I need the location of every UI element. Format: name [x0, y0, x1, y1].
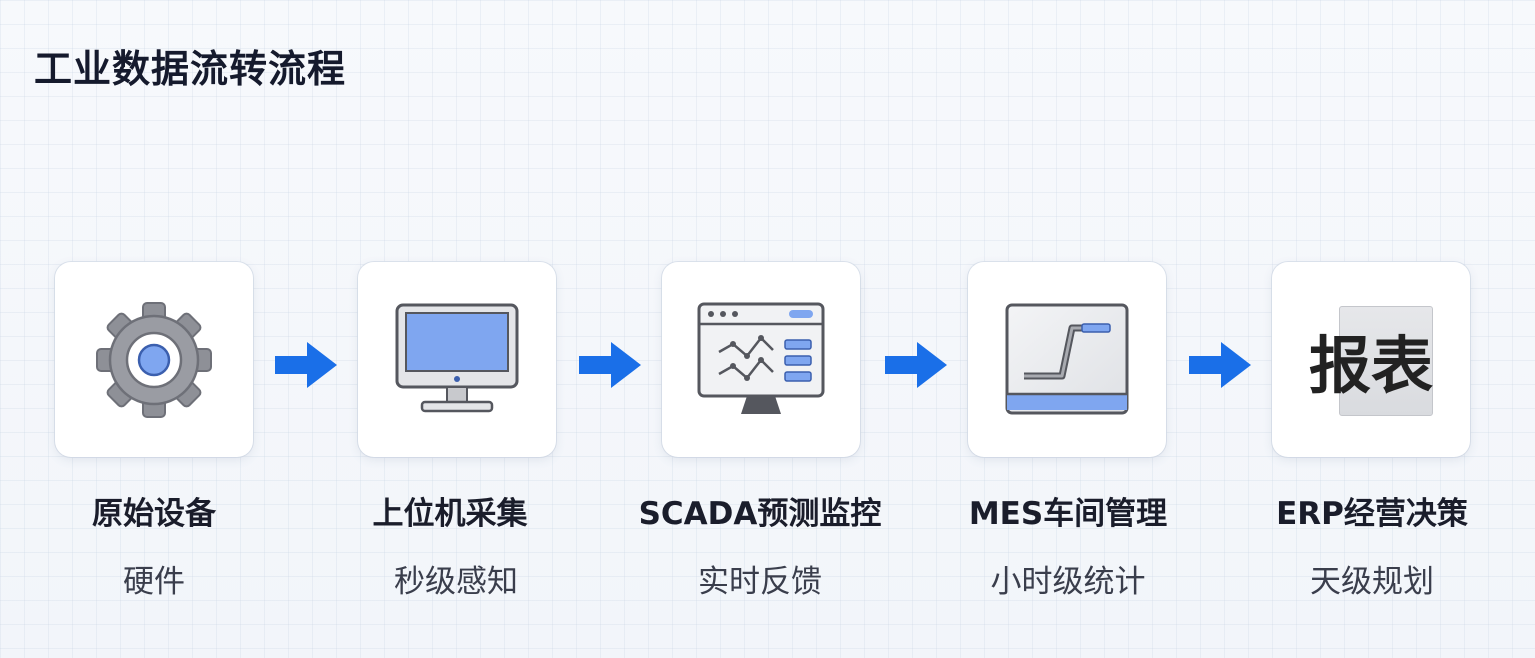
dashboard-monitor-icon — [697, 302, 825, 414]
step-sublabel-collection: 秒级感知 — [394, 564, 518, 600]
step-card-mes — [968, 262, 1166, 457]
step-card-erp: 报表 — [1272, 262, 1470, 457]
step-sublabel-hardware: 硬件 — [123, 564, 185, 600]
page-title: 工业数据流转流程 — [34, 47, 347, 91]
arrow-right-icon — [579, 342, 641, 388]
step-card-scada — [662, 262, 860, 457]
step-label-scada: SCADA预测监控 — [638, 496, 882, 532]
step-card-collection — [358, 262, 556, 457]
step-label-mes: MES车间管理 — [968, 496, 1168, 532]
gear-icon — [96, 301, 212, 418]
report-icon: 报表 — [1301, 300, 1441, 420]
arrow-right-icon — [885, 342, 947, 388]
step-label-collection: 上位机采集 — [372, 496, 528, 532]
step-label-erp: ERP经营决策 — [1276, 496, 1468, 532]
step-card-hardware — [55, 262, 253, 457]
report-icon-text: 报表 — [1308, 328, 1433, 402]
arrow-right-icon — [1189, 342, 1251, 388]
step-chart-icon — [1005, 303, 1129, 414]
step-sublabel-scada: 实时反馈 — [698, 564, 822, 600]
step-sublabel-erp: 天级规划 — [1310, 564, 1434, 600]
step-label-hardware: 原始设备 — [92, 496, 216, 532]
arrow-right-icon — [275, 342, 337, 388]
step-sublabel-mes: 小时级统计 — [990, 564, 1146, 600]
monitor-icon — [395, 303, 519, 412]
